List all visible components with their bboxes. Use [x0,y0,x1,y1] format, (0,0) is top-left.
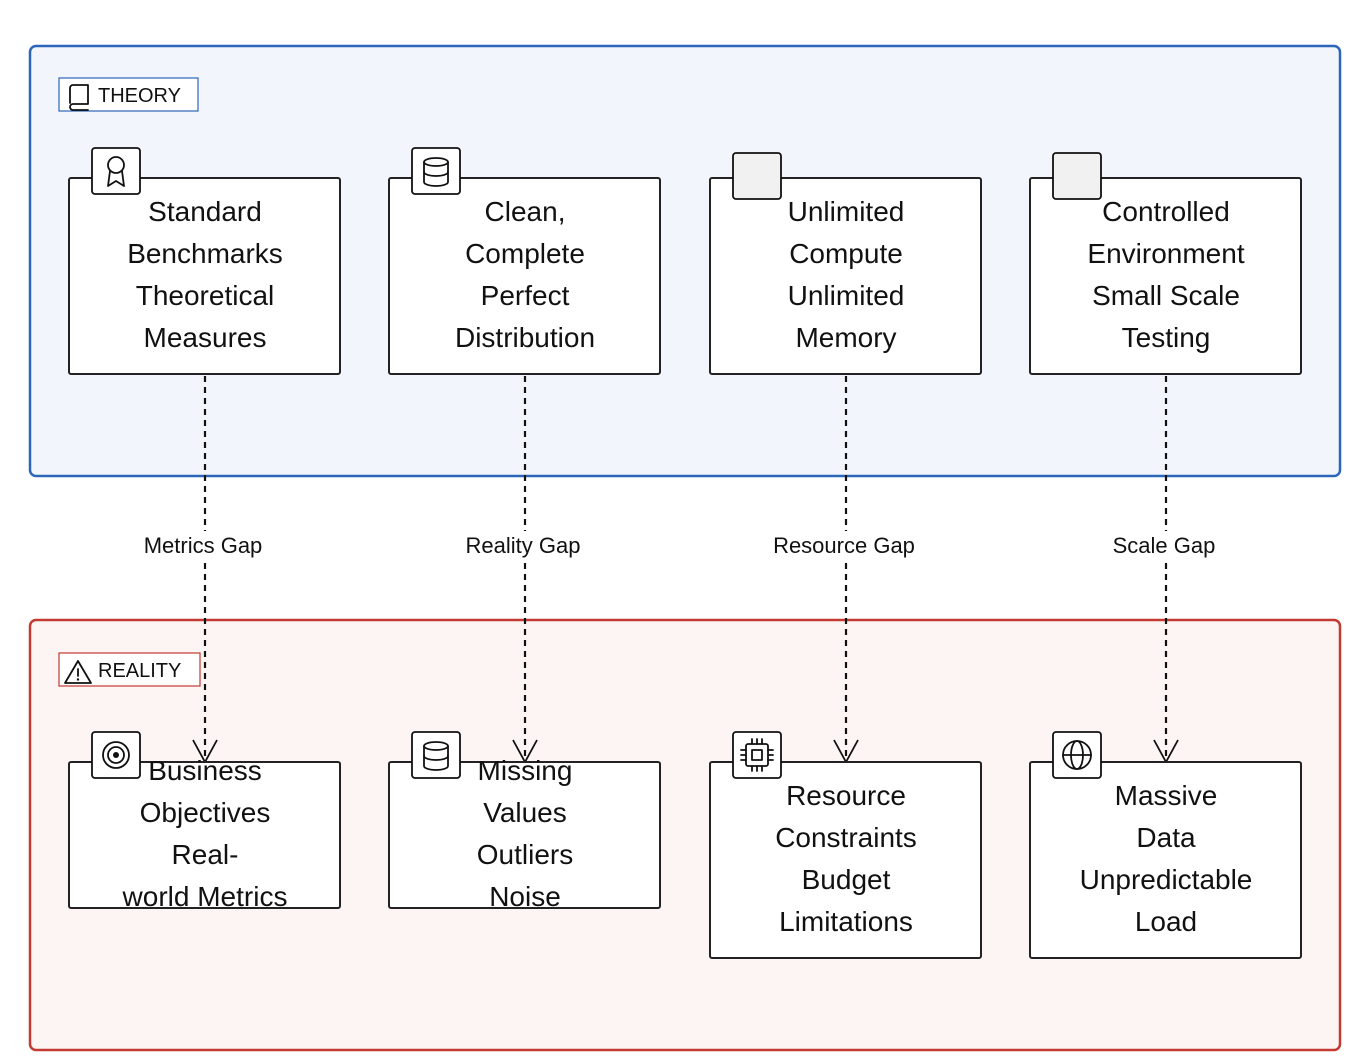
node-business-objectives: Business Objectives Real- world Metrics [68,731,341,912]
database-icon [411,731,461,779]
node-label-line: Missing [478,755,573,786]
node-standard-benchmarks: Standard Benchmarks Theoretical Measures [68,147,341,375]
theory-group-label: THEORY [98,85,181,107]
node-label-line: Outliers [477,839,573,870]
warning-icon [64,660,92,684]
node-label-line: Budget [802,864,891,895]
node-label-line: Resource [786,780,906,811]
target-icon [91,731,141,779]
resource-gap-label: Resource Gap [773,533,915,558]
node-label-line: Noise [489,881,561,912]
node-label-line: Theoretical [136,280,275,311]
edge-labels: Metrics Gap Reality Gap Resource Gap Sca… [134,531,1228,561]
edge-label-scale-gap: Scale Gap [1102,531,1228,561]
reality-nodes: Business Objectives Real- world Metrics … [68,731,1302,959]
node-label-line: world Metrics [122,881,288,912]
node-label-line: Measures [144,322,267,353]
theory-group-frame [28,44,1342,478]
node-controlled-environment: Controlled Environment Small Scale Testi… [1029,152,1302,375]
edge-label-metrics-gap: Metrics Gap [134,531,274,561]
theory-group: THEORY [28,44,1342,478]
edge-label-resource-gap: Resource Gap [762,531,928,561]
metrics-gap-label: Metrics Gap [144,533,263,558]
node-label-line: Testing [1122,322,1211,353]
node-label-line: Controlled [1102,196,1230,227]
node-label-line: Benchmarks [127,238,283,269]
node-label-line: Objectives [140,797,271,828]
node-label-line: Small Scale [1092,280,1240,311]
node-label-line: Environment [1087,238,1244,269]
node-label-line: Compute [789,238,903,269]
node-label-line: Distribution [455,322,595,353]
reality-group-label: REALITY [98,660,181,682]
reality-gap-label: Reality Gap [466,533,581,558]
database-icon [411,147,461,195]
node-label-line: Unpredictable [1080,864,1253,895]
award-icon [91,147,141,195]
reality-group-frame [28,618,1342,1052]
node-label-line: Data [1136,822,1196,853]
node-label-line: Limitations [779,906,913,937]
reality-group: REALITY [28,618,1342,1052]
node-label-line: Standard [148,196,262,227]
cpu-icon [732,731,782,779]
blank-icon [732,152,782,200]
node-label-line: Clean, [485,196,566,227]
theory-group-tag: THEORY [58,77,199,112]
node-massive-data: Massive Data Unpredictable Load [1029,731,1302,959]
node-label-line: Real- [172,839,239,870]
edge-label-reality-gap: Reality Gap [456,531,592,561]
node-label-line: Memory [795,322,896,353]
node-label-line: Perfect [481,280,570,311]
node-label-line: Unlimited [788,196,905,227]
node-label-line: Constraints [775,822,917,853]
theory-nodes: Standard Benchmarks Theoretical Measures… [68,147,1302,375]
node-resource-constraints: Resource Constraints Budget Limitations [709,731,982,959]
node-label-line: Values [483,797,567,828]
node-missing-values: Missing Values Outliers Noise [388,731,661,912]
node-label-line: Unlimited [788,280,905,311]
reality-group-tag: REALITY [58,652,201,687]
node-unlimited-compute: Unlimited Compute Unlimited Memory [709,152,982,375]
node-label-line: Load [1135,906,1197,937]
book-icon [69,84,89,111]
node-label-line: Business [148,755,262,786]
scale-gap-label: Scale Gap [1113,533,1216,558]
globe-icon [1052,731,1102,779]
node-label-line: Complete [465,238,585,269]
blank-icon [1052,152,1102,200]
node-clean-data: Clean, Complete Perfect Distribution [388,147,661,375]
node-label-line: Massive [1115,780,1218,811]
